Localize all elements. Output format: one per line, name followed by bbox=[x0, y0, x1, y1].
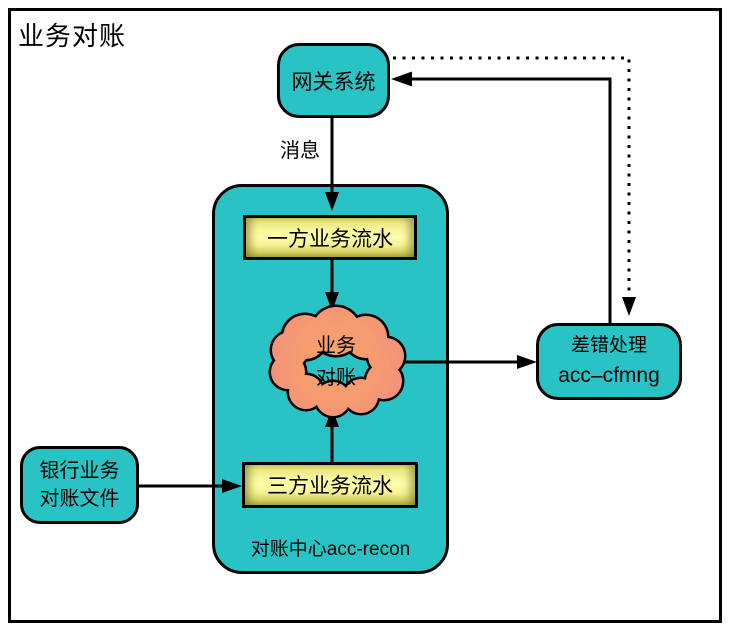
node-gateway-label: 网关系统 bbox=[291, 70, 376, 94]
recon-cloud-line2: 对账 bbox=[316, 367, 356, 390]
node-bank-file: 银行业务 对账文件 bbox=[20, 446, 139, 524]
node-error-handling: 差错处理 acc–cfmng bbox=[536, 323, 682, 400]
node-third-party-flow-label: 三方业务流水 bbox=[267, 475, 393, 498]
diagram-border bbox=[8, 8, 722, 623]
node-bank-file-line2: 对账文件 bbox=[39, 488, 120, 510]
node-bank-file-line1: 银行业务 bbox=[39, 460, 120, 482]
recon-cloud-line1: 业务 bbox=[316, 335, 356, 357]
node-error-handling-line2: acc–cfmng bbox=[558, 364, 660, 387]
recon-center-caption: 对账中心acc-recon bbox=[250, 539, 411, 560]
node-third-party-flow: 三方业务流水 bbox=[242, 462, 418, 508]
node-gateway: 网关系统 bbox=[277, 43, 390, 118]
edge-message-label: 消息 bbox=[280, 140, 320, 162]
diagram-title: 业务对账 bbox=[18, 21, 127, 51]
node-recon-cloud-label: 业务 对账 bbox=[292, 330, 380, 395]
node-first-party-flow-label: 一方业务流水 bbox=[267, 227, 393, 251]
node-error-handling-line1: 差错处理 bbox=[570, 334, 647, 356]
node-first-party-flow: 一方业务流水 bbox=[243, 215, 417, 260]
